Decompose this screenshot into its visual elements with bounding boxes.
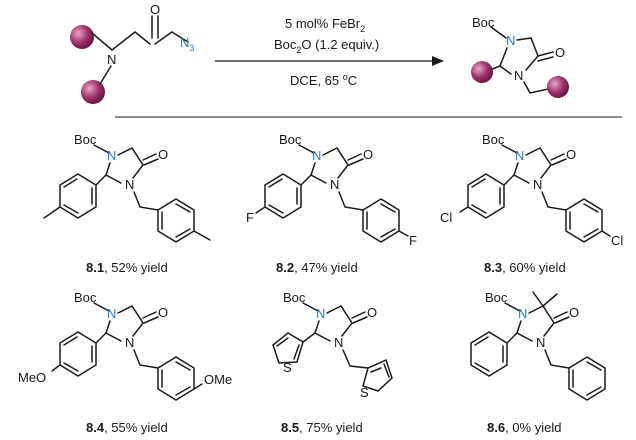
ring-nitrogen-3: N <box>125 177 134 192</box>
chloro-substituent: Cl <box>440 210 452 225</box>
ring-nitrogen-1: N <box>107 148 116 163</box>
fluoro-substituent: F <box>409 233 417 248</box>
boc-group: Boc <box>485 290 508 305</box>
condition-solvent-temp: DCE, 65 oC <box>290 72 357 88</box>
condition-reagent: Boc2O (1.2 equiv.) <box>274 37 379 55</box>
methoxy-substituent: MeO <box>18 370 46 385</box>
carbonyl-oxygen: O <box>555 45 565 60</box>
ring-nitrogen-1: N <box>506 33 515 48</box>
compound-8-3: Boc N O N Cl Cl 8.3, 60% yield <box>440 132 623 275</box>
ring-nitrogen-3: N <box>334 335 343 350</box>
compound-caption-8-2: 8.2, 47% yield <box>276 260 358 275</box>
ring-nitrogen-1: N <box>107 306 116 321</box>
ring-nitrogen-3: N <box>330 177 339 192</box>
ring-nitrogen-3: N <box>125 335 134 350</box>
thiophene-sulfur: S <box>360 385 369 400</box>
substituent-sphere <box>471 61 493 83</box>
carbonyl-oxygen: O <box>158 147 168 162</box>
ring-nitrogen-3: N <box>536 335 545 350</box>
compound-8-1: Boc N O N 8.1, 52% yield <box>43 132 211 275</box>
product-structure: Boc N O N <box>471 15 569 98</box>
compound-caption-8-6: 8.6, 0% yield <box>487 420 561 435</box>
compound-caption-8-3: 8.3, 60% yield <box>484 260 566 275</box>
boc-group: Boc <box>472 15 495 30</box>
boc-group: Boc <box>74 132 97 147</box>
ring-nitrogen-1: N <box>515 148 524 163</box>
ring-nitrogen-3: N <box>514 68 523 83</box>
compound-caption-8-5: 8.5, 75% yield <box>281 420 363 435</box>
condition-catalyst: 5 mol% FeBr2 <box>285 16 365 34</box>
ring-nitrogen-1: N <box>518 306 527 321</box>
ring-nitrogen-1: N <box>316 306 325 321</box>
boc-group: Boc <box>283 290 306 305</box>
compound-caption-8-4: 8.4, 55% yield <box>86 420 168 435</box>
boc-group: Boc <box>279 132 302 147</box>
amide-nitrogen: N <box>107 52 116 67</box>
carbonyl-oxygen: O <box>363 147 373 162</box>
reactant-structure: N O N3 <box>70 2 194 104</box>
compound-8-2: Boc N O N F F 8.2, 47% yield <box>246 132 417 275</box>
compound-8-5: Boc N O N S S 8.5, 75% yield <box>272 290 393 435</box>
carbonyl-oxygen: O <box>150 2 160 17</box>
fluoro-substituent: F <box>246 210 254 225</box>
thiophene-sulfur: S <box>283 360 292 375</box>
reaction-arrow <box>215 56 444 66</box>
ring-nitrogen-3: N <box>533 177 542 192</box>
substituent-sphere <box>547 76 569 98</box>
substituent-sphere <box>70 25 94 49</box>
ring-nitrogen-1: N <box>312 148 321 163</box>
carbonyl-oxygen: O <box>158 305 168 320</box>
compound-8-4: Boc N O N MeO OMe 8.4, 55% yield <box>18 290 232 435</box>
carbonyl-oxygen: O <box>569 305 579 320</box>
chloro-substituent: Cl <box>611 233 623 248</box>
carbonyl-oxygen: O <box>367 305 377 320</box>
methoxy-substituent: OMe <box>204 372 232 387</box>
boc-group: Boc <box>482 132 505 147</box>
compound-caption-8-1: 8.1, 52% yield <box>86 260 168 275</box>
compound-8-6: Boc N O N 8.6, 0% yield <box>470 290 606 435</box>
boc-group: Boc <box>74 290 97 305</box>
substituent-sphere <box>81 80 105 104</box>
azide-group: N3 <box>180 35 194 53</box>
carbonyl-oxygen: O <box>566 147 576 162</box>
